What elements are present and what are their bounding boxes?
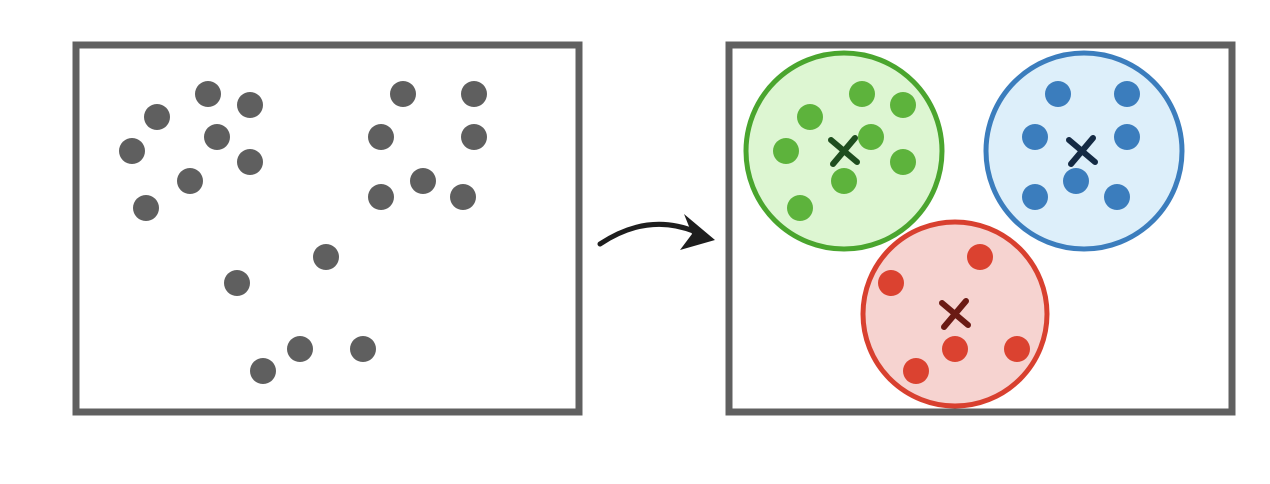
data-point xyxy=(237,92,263,118)
data-point xyxy=(461,124,487,150)
cluster-point-blue xyxy=(1114,124,1140,150)
data-point xyxy=(133,195,159,221)
centroid-stroke xyxy=(941,298,969,330)
cluster-point-green xyxy=(773,138,799,164)
cluster-point-blue xyxy=(1063,168,1089,194)
x-mark-icon xyxy=(1066,135,1098,167)
cluster-point-red xyxy=(1004,336,1030,362)
cluster-point-red xyxy=(903,358,929,384)
cluster-point-blue xyxy=(1022,184,1048,210)
centroid-stroke xyxy=(1068,135,1096,167)
data-point xyxy=(313,244,339,270)
cluster-point-green xyxy=(890,92,916,118)
x-mark-icon xyxy=(939,298,971,330)
centroid-stroke xyxy=(830,135,858,167)
cluster-point-blue xyxy=(1022,124,1048,150)
data-point xyxy=(350,336,376,362)
data-point xyxy=(144,104,170,130)
data-point xyxy=(177,168,203,194)
data-point xyxy=(204,124,230,150)
cluster-green xyxy=(743,50,945,252)
data-point xyxy=(224,270,250,296)
cluster-point-blue xyxy=(1104,184,1130,210)
unclustered-panel xyxy=(72,41,583,416)
cluster-point-red xyxy=(878,270,904,296)
cluster-point-red xyxy=(942,336,968,362)
cluster-point-green xyxy=(797,104,823,130)
data-point xyxy=(250,358,276,384)
data-point xyxy=(390,81,416,107)
cluster-red xyxy=(860,219,1050,409)
curved-arrow-right-icon xyxy=(597,214,715,250)
data-point xyxy=(461,81,487,107)
x-mark-icon xyxy=(828,135,860,167)
cluster-point-blue xyxy=(1114,81,1140,107)
cluster-point-green xyxy=(849,81,875,107)
cluster-point-blue xyxy=(1045,81,1071,107)
clustered-panel xyxy=(725,41,1236,416)
data-point xyxy=(287,336,313,362)
data-point xyxy=(237,149,263,175)
cluster-blue xyxy=(983,50,1185,252)
cluster-point-green xyxy=(787,195,813,221)
clusters xyxy=(743,50,1185,409)
data-point xyxy=(195,81,221,107)
cluster-point-green xyxy=(831,168,857,194)
cluster-point-red xyxy=(967,244,993,270)
data-point xyxy=(368,184,394,210)
unclustered-points xyxy=(119,81,487,384)
data-point xyxy=(368,124,394,150)
cluster-point-green xyxy=(890,149,916,175)
data-point xyxy=(410,168,436,194)
unclustered-panel-frame xyxy=(72,41,583,416)
cluster-point-green xyxy=(858,124,884,150)
data-point xyxy=(450,184,476,210)
data-point xyxy=(119,138,145,164)
